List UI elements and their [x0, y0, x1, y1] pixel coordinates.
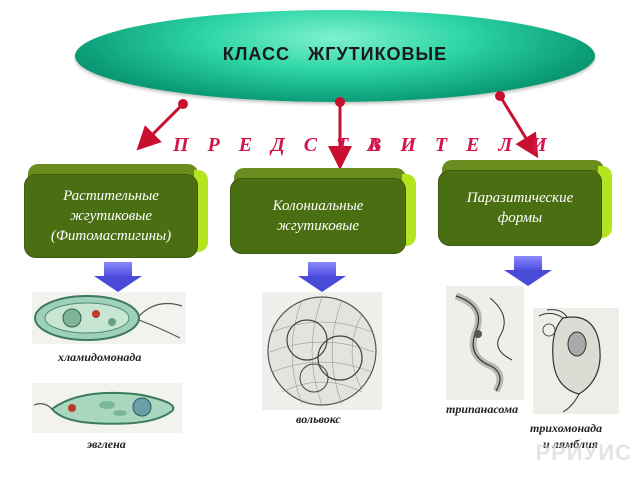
- box-parasitic-line1: Паразитические: [466, 190, 574, 206]
- box-colonial-label: Колониальные жгутиковые: [230, 178, 406, 254]
- caption-trypanosoma: трипанасома: [446, 402, 519, 416]
- arrow-right: [495, 91, 539, 159]
- box-plant-flagellates: Растительные жгутиковые (Фитомастигины): [24, 164, 210, 260]
- trichomonas-image: [533, 308, 619, 414]
- box-plant-line1: Растительные: [63, 188, 159, 204]
- caption-trichomonas-line1: трихомонада: [530, 421, 603, 435]
- chlamydomonas-image: [32, 292, 186, 344]
- box-parasitic-line2: формы: [497, 210, 543, 226]
- down-arrow-colonial: [298, 262, 346, 292]
- box-parasitic-forms: Паразитические формы: [438, 160, 614, 248]
- down-arrow-parasitic: [504, 256, 552, 286]
- caption-euglena: эвглена: [87, 437, 126, 451]
- box-colonial-flagellates: Колониальные жгутиковые: [230, 168, 418, 256]
- caption-volvox: вольвокс: [296, 412, 341, 426]
- title-ellipse: [75, 10, 595, 102]
- diagram-title: КЛАСС ЖГУТИКОВЫЕ: [222, 44, 448, 64]
- euglena-image: [32, 383, 182, 433]
- watermark: РРИУИС: [535, 440, 632, 465]
- box-plant-line3: (Фитомастигины): [50, 228, 172, 244]
- representatives-left: П Р Е Д С Т А: [173, 134, 388, 156]
- box-parasitic-label: Паразитические формы: [438, 170, 602, 246]
- representatives-right: В И Т Е Л И: [368, 134, 554, 156]
- down-arrow-plant: [94, 262, 142, 292]
- arrow-center: [328, 97, 352, 170]
- box-plant-label: Растительные жгутиковые (Фитомастигины): [24, 174, 198, 258]
- trypanosoma-image: [446, 286, 524, 400]
- box-colonial-line1: Колониальные: [272, 198, 364, 214]
- box-colonial-line2: жгутиковые: [276, 218, 360, 234]
- caption-trichomonas-line2: и лямблия: [543, 437, 598, 451]
- arrow-left: [136, 99, 188, 151]
- volvox-image: [262, 292, 382, 410]
- box-plant-line2: жгутиковые: [69, 208, 153, 224]
- caption-chlamydomonas: хламидомонада: [58, 350, 142, 364]
